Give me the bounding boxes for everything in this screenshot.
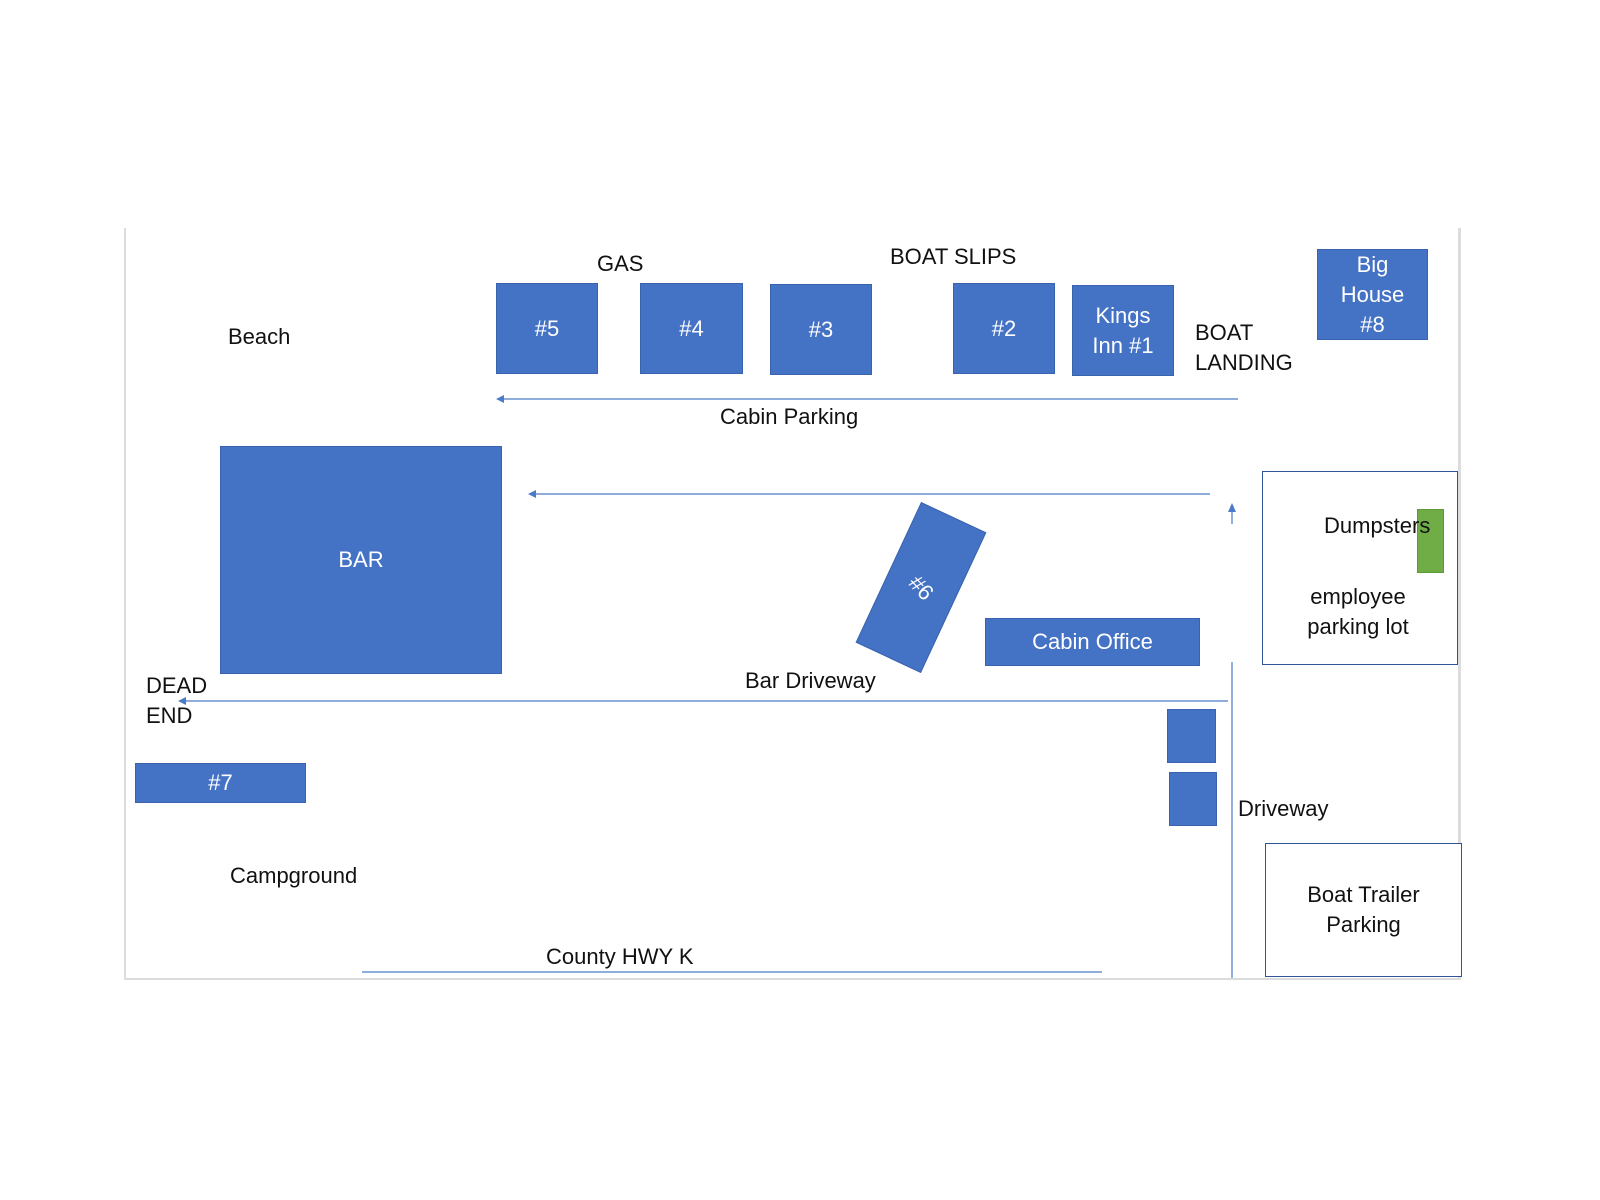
big-house-8: Big House #8	[1317, 249, 1428, 340]
boat-landing-label: BOAT LANDING	[1195, 320, 1293, 375]
cabin-3: #3	[770, 284, 872, 375]
map-frame-right	[1458, 228, 1461, 980]
cabin-parking-label: Cabin Parking	[720, 404, 859, 429]
dead-end-arrowhead	[178, 697, 186, 705]
kings-inn-1: Kings Inn #1	[1072, 285, 1174, 376]
small-structure-upper	[1167, 709, 1216, 763]
cabin-5: #5	[496, 283, 598, 374]
bar-building: BAR	[220, 446, 502, 674]
cabin-2: #2	[953, 283, 1055, 374]
cabin-7: #7	[135, 763, 306, 803]
dead-end-label: DEAD END	[146, 673, 208, 728]
bar-driveway-label: Bar Driveway	[745, 668, 876, 693]
map-frame-bottom	[124, 978, 1461, 980]
county-hwy-label: County HWY K	[546, 944, 694, 969]
campground-label: Campground	[230, 863, 358, 888]
map-frame-left	[124, 228, 126, 980]
boat-slips-label: BOAT SLIPS	[890, 244, 1017, 269]
driveway-up-arrowhead	[1228, 503, 1236, 512]
dumpsters-label: Dumpsters	[1324, 513, 1431, 538]
cabin-4: #4	[640, 283, 743, 374]
beach-label: Beach	[228, 324, 291, 349]
employee-parking-label: employee parking lot	[1307, 584, 1409, 639]
boat-trailer-parking: Boat Trailer Parking	[1265, 843, 1462, 977]
cabin-office: Cabin Office	[985, 618, 1200, 666]
bar-access-arrowhead	[528, 490, 536, 498]
cabin-6-label: #6	[903, 569, 939, 605]
cabin-parking-arrowhead	[496, 395, 504, 403]
small-structure-lower	[1169, 772, 1217, 826]
driveway-label: Driveway	[1238, 796, 1329, 821]
gas-label: GAS	[597, 251, 644, 276]
dumpster	[1417, 509, 1444, 573]
